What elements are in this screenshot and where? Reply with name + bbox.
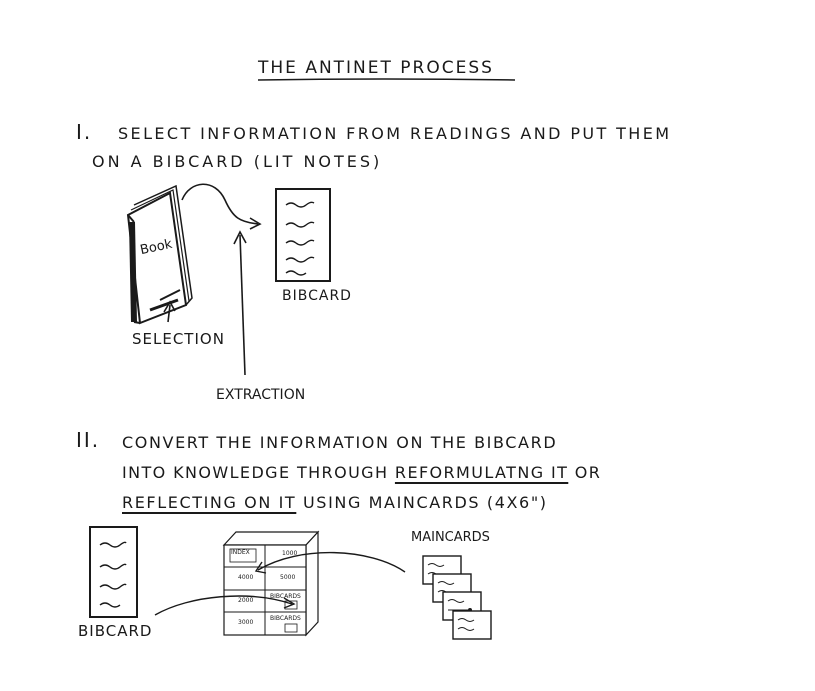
reflecting-emphasis: REFLECTING ON IT — [122, 493, 297, 512]
bibcard-icon — [89, 526, 138, 618]
step2-line2-end: OR — [574, 463, 602, 482]
cabinet-cell-4000: 4000 — [238, 574, 254, 581]
bibcard-icon — [275, 188, 331, 282]
step2-numeral: II. — [76, 428, 101, 452]
bibcard-to-cabinet-arrow — [154, 595, 293, 616]
maincards-to-cabinet-arrow — [257, 551, 406, 573]
cabinet-cell-1000: 1000 — [282, 550, 298, 557]
step2-bibcard-label: BIBCARD — [78, 622, 153, 640]
card-cabinet-icon — [222, 530, 320, 637]
page-title: THE ANTINET PROCESS — [258, 58, 494, 78]
step2-line2: INTO KNOWLEDGE THROUGH REFORMULATNG IT O… — [122, 463, 601, 482]
cabinet-cell-3000: 3000 — [238, 619, 254, 626]
extraction-pointer — [239, 234, 246, 376]
step2-line3: REFLECTING ON IT USING MAINCARDS (4X6") — [122, 493, 548, 512]
step1-bibcard-label: BIBCARD — [282, 288, 352, 304]
cabinet-cell-bibcards-1: BIBCARDS — [270, 593, 301, 600]
step2-line2-start: INTO KNOWLEDGE THROUGH — [122, 463, 389, 482]
extraction-arrow — [181, 183, 259, 225]
cabinet-cell-2000: 2000 — [238, 597, 254, 604]
step1-line2: ON A BIBCARD (LIT NOTES) — [92, 152, 383, 171]
step1-line1: SELECT INFORMATION FROM READINGS AND PUT… — [118, 124, 672, 143]
extraction-label: EXTRACTION — [216, 387, 306, 403]
step2-line3-end: USING MAINCARDS (4X6") — [303, 493, 548, 512]
cabinet-cell-index: INDEX — [231, 549, 250, 556]
selection-label: SELECTION — [132, 330, 225, 348]
maincards-label: MAINCARDS — [411, 530, 490, 545]
cabinet-cell-bibcards-2: BIBCARDS — [270, 615, 301, 622]
maincards-stack-icon — [422, 555, 492, 640]
step1-numeral: I. — [76, 120, 93, 144]
selection-arrow — [167, 304, 171, 323]
book-icon — [126, 184, 193, 325]
cabinet-cell-5000: 5000 — [280, 574, 296, 581]
reformulating-emphasis: REFORMULATNG IT — [394, 463, 569, 482]
step2-line1: CONVERT THE INFORMATION ON THE BIBCARD — [122, 433, 558, 452]
